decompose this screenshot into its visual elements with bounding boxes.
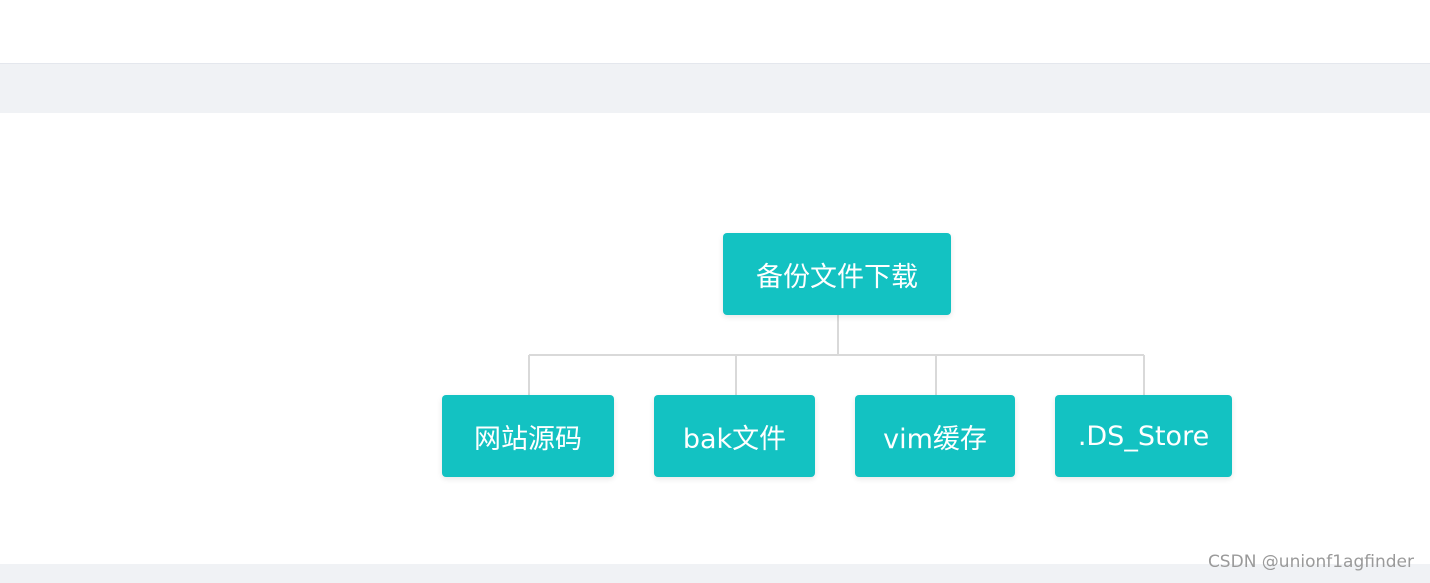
watermark: CSDN @unionf1agfinder <box>1207 552 1414 572</box>
tree-node-root[interactable]: 备份文件下载 <box>723 233 951 315</box>
tree-node-label: vim缓存 <box>883 423 987 455</box>
tree-node-website-source[interactable]: 网站源码 <box>442 395 614 477</box>
tree-node-label: bak文件 <box>682 423 787 455</box>
diagram-canvas <box>0 113 1430 564</box>
top-area <box>0 0 1430 63</box>
tree-node-bak-file[interactable]: bak文件 <box>654 395 815 477</box>
tree-node-label: 网站源码 <box>474 423 582 455</box>
tree-node-label: .DS_Store <box>1077 420 1210 452</box>
tree-node-vim-cache[interactable]: vim缓存 <box>855 395 1015 477</box>
tree-node-root-label: 备份文件下载 <box>756 261 918 293</box>
footer-band <box>0 564 1430 583</box>
header-band <box>0 63 1430 113</box>
tree-node-ds-store[interactable]: .DS_Store <box>1055 395 1232 477</box>
